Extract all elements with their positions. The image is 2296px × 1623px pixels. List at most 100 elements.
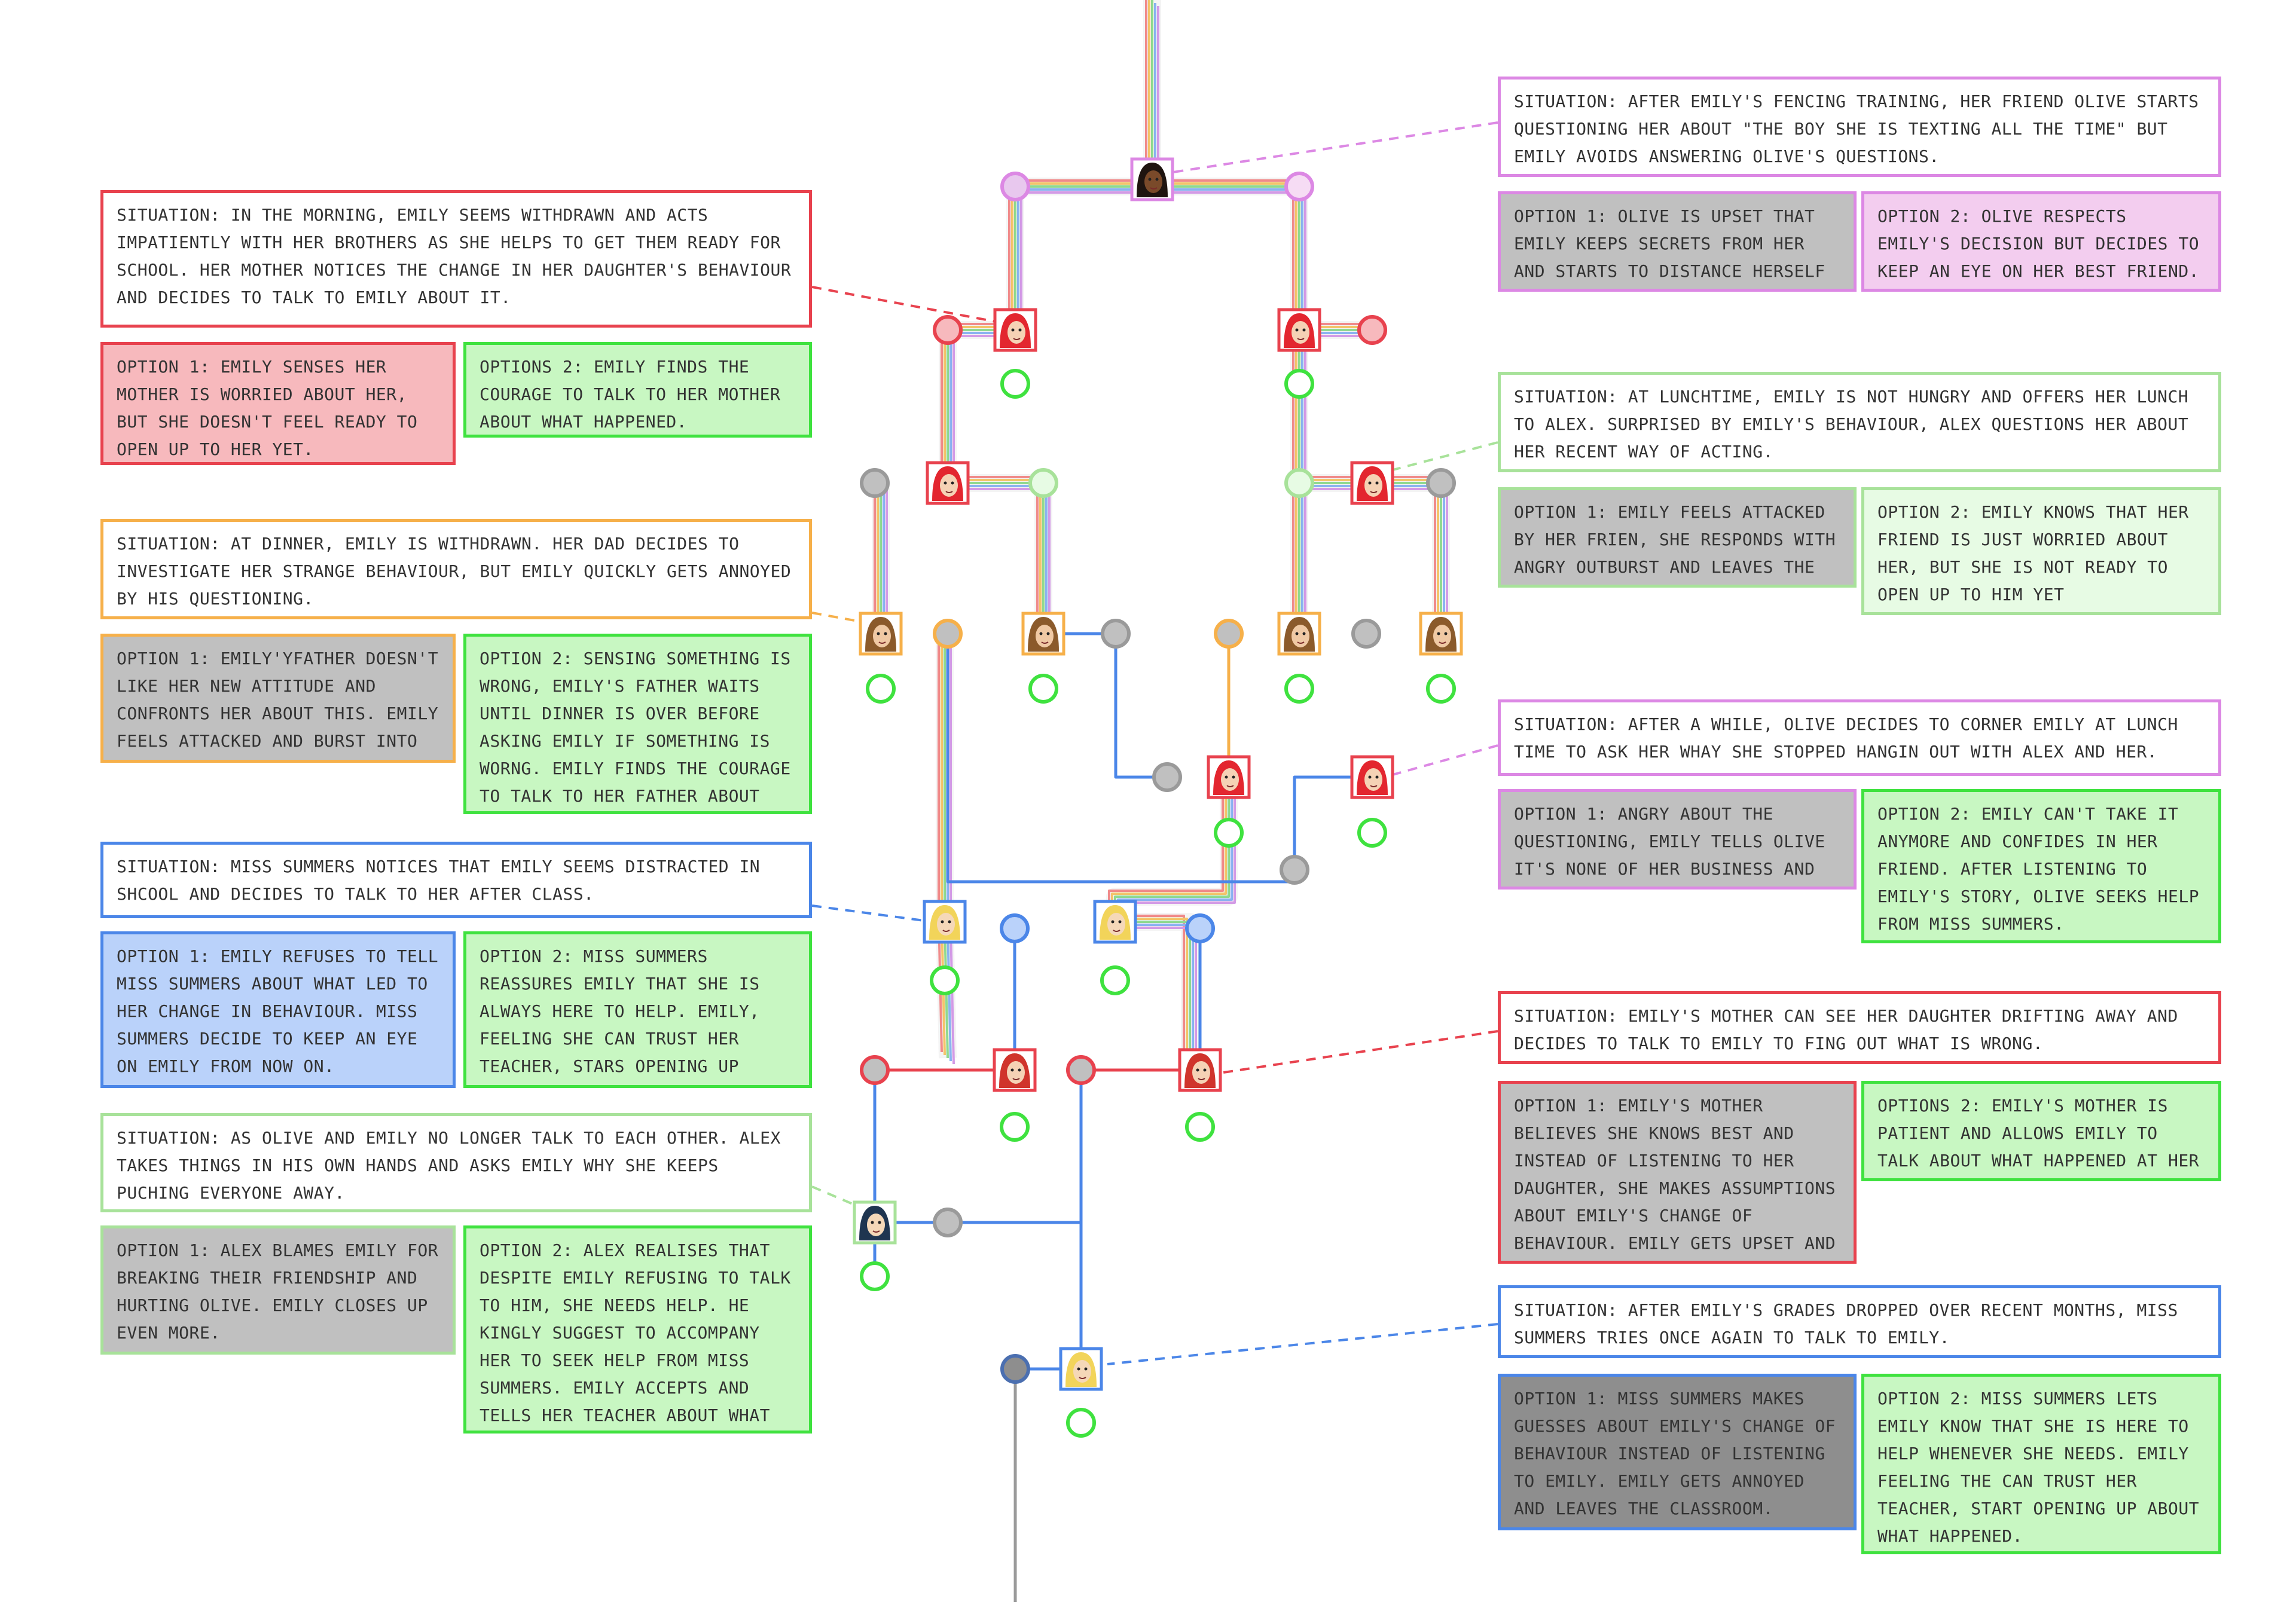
choice-node bbox=[933, 619, 963, 649]
avatar-mouth bbox=[1012, 1078, 1020, 1080]
branch-left bbox=[947, 187, 1016, 483]
callout-connector bbox=[811, 286, 996, 323]
avatar-eye bbox=[1295, 632, 1299, 635]
option-1-box: OPTION 1: OLIVE IS UPSET THAT EMILY KEEP… bbox=[1498, 191, 1857, 292]
avatar-eye bbox=[1018, 328, 1022, 332]
avatar-eye bbox=[1077, 1367, 1080, 1371]
option-1-box: OPTION 1: MISS SUMMERS MAKES GUESSES ABO… bbox=[1498, 1374, 1857, 1530]
emily-avatar bbox=[1277, 308, 1321, 352]
choice-node bbox=[930, 965, 960, 995]
avatar-mouth bbox=[1079, 1377, 1086, 1379]
choice-node bbox=[1028, 468, 1058, 498]
choice-node bbox=[1185, 1112, 1215, 1142]
callout-connector bbox=[811, 612, 862, 623]
situation-box: SITUATION: AFTER EMILY'S GRADES DROPPED … bbox=[1498, 1285, 2221, 1358]
choice-node bbox=[1426, 468, 1456, 498]
choice-node bbox=[1000, 172, 1030, 201]
avatar-eye bbox=[1010, 1068, 1014, 1072]
option-2-box: OPTION 2: MISS SUMMERS LETS EMILY KNOW T… bbox=[1861, 1374, 2221, 1554]
situation-box: SITUATION: AT DINNER, EMILY IS WITHDRAWN… bbox=[100, 519, 812, 619]
option-1-box: OPTION 1: EMILY REFUSES TO TELL MISS SUM… bbox=[100, 931, 456, 1088]
situation-box: SITUATION: AT LUNCHTIME, EMILY IS NOT HU… bbox=[1498, 372, 2221, 472]
avatar-eye bbox=[1039, 632, 1043, 635]
callout-connector bbox=[1173, 121, 1498, 173]
avatar-eye bbox=[877, 632, 880, 635]
avatar-eye bbox=[1368, 481, 1372, 485]
avatar-eye bbox=[1368, 775, 1372, 779]
avatar-eye bbox=[1203, 1068, 1207, 1072]
avatar-face bbox=[1292, 321, 1309, 344]
mother-avatar bbox=[993, 1048, 1037, 1092]
emily-avatar bbox=[1350, 461, 1394, 505]
line bbox=[1043, 632, 1167, 779]
branch-teacher-right bbox=[1112, 918, 1188, 1055]
option-2-box: OPTION 2: SENSING SOMETHING IS WRONG, EM… bbox=[463, 634, 812, 814]
avatar-eye bbox=[1302, 632, 1306, 635]
choice-node bbox=[1066, 1055, 1096, 1085]
avatar-eye bbox=[1196, 1068, 1199, 1072]
choice-node bbox=[860, 1261, 890, 1291]
avatar-face bbox=[1036, 625, 1054, 647]
choice-node bbox=[1000, 1112, 1030, 1142]
branch-teacher-left bbox=[949, 927, 955, 1065]
mother-avatar bbox=[1178, 1048, 1222, 1092]
option-1-box: OPTION 1: EMILY'S MOTHER BELIEVES SHE KN… bbox=[1498, 1081, 1857, 1264]
option-1-box: OPTION 1: EMILY FEELS ATTACKED BY HER FR… bbox=[1498, 487, 1857, 588]
avatar-mouth bbox=[878, 641, 886, 644]
avatar-eye bbox=[1437, 632, 1440, 635]
choice-node bbox=[1152, 762, 1182, 792]
choice-node bbox=[1280, 855, 1309, 885]
father-avatar bbox=[859, 612, 903, 656]
avatar-eye bbox=[1375, 775, 1379, 779]
avatar-eye bbox=[1302, 328, 1306, 332]
choice-node bbox=[1101, 619, 1131, 649]
option-1-box: OPTION 1: EMILY'YFATHER DOESN'T LIKE HER… bbox=[100, 634, 456, 763]
avatar-face bbox=[940, 474, 958, 497]
avatar-mouth bbox=[1113, 930, 1120, 932]
avatar-mouth bbox=[872, 1230, 880, 1233]
situation-box: SITUATION: AS OLIVE AND EMILY NO LONGER … bbox=[100, 1113, 812, 1212]
line bbox=[1293, 775, 1366, 870]
avatar-mouth bbox=[1297, 641, 1305, 644]
choice-node bbox=[1351, 619, 1381, 649]
choice-node bbox=[866, 674, 896, 704]
avatar-eye bbox=[1011, 328, 1015, 332]
avatar-mouth bbox=[1297, 338, 1305, 340]
callout-connector bbox=[1107, 1323, 1498, 1365]
choice-node bbox=[933, 315, 963, 345]
choice-node bbox=[1185, 913, 1215, 943]
choice-node bbox=[1066, 1408, 1096, 1438]
avatar-eye bbox=[878, 1221, 881, 1224]
alex-avatar bbox=[853, 1200, 897, 1245]
avatar-face bbox=[937, 913, 955, 936]
avatar-mouth bbox=[1439, 641, 1446, 644]
situation-box: SITUATION: MISS SUMMERS NOTICES THAT EMI… bbox=[100, 842, 812, 918]
choice-node bbox=[1284, 369, 1314, 399]
avatar-eye bbox=[1046, 632, 1050, 635]
avatar-eye bbox=[884, 632, 887, 635]
avatar-eye bbox=[1084, 1367, 1088, 1371]
avatar-mouth bbox=[942, 930, 950, 932]
callout-connector bbox=[811, 904, 924, 922]
avatar-eye bbox=[948, 920, 951, 924]
miss-summers-avatar bbox=[923, 900, 967, 944]
branch-left bbox=[944, 184, 1013, 480]
olive-avatar bbox=[1130, 157, 1174, 201]
option-2-box: OPTIONS 2: EMILY FINDS THE COURAGE TO TA… bbox=[463, 342, 812, 438]
choice-node bbox=[1028, 674, 1058, 704]
callout-connector bbox=[1388, 441, 1498, 472]
avatar-face bbox=[1073, 1360, 1091, 1383]
avatar-face bbox=[1107, 913, 1125, 936]
miss-summers-avatar bbox=[1059, 1347, 1103, 1391]
avatar-eye bbox=[1118, 920, 1122, 924]
option-1-box: OPTION 1: EMILY SENSES HER MOTHER IS WOR… bbox=[100, 342, 456, 465]
branch-lines bbox=[872, 0, 1450, 1602]
emily-avatar bbox=[1207, 755, 1251, 799]
avatar-eye bbox=[941, 920, 944, 924]
avatar-eye bbox=[1444, 632, 1448, 635]
choice-node bbox=[933, 1208, 963, 1237]
avatar-eye bbox=[1148, 178, 1152, 181]
callout-connector bbox=[811, 1185, 862, 1209]
avatar-eye bbox=[951, 481, 954, 485]
